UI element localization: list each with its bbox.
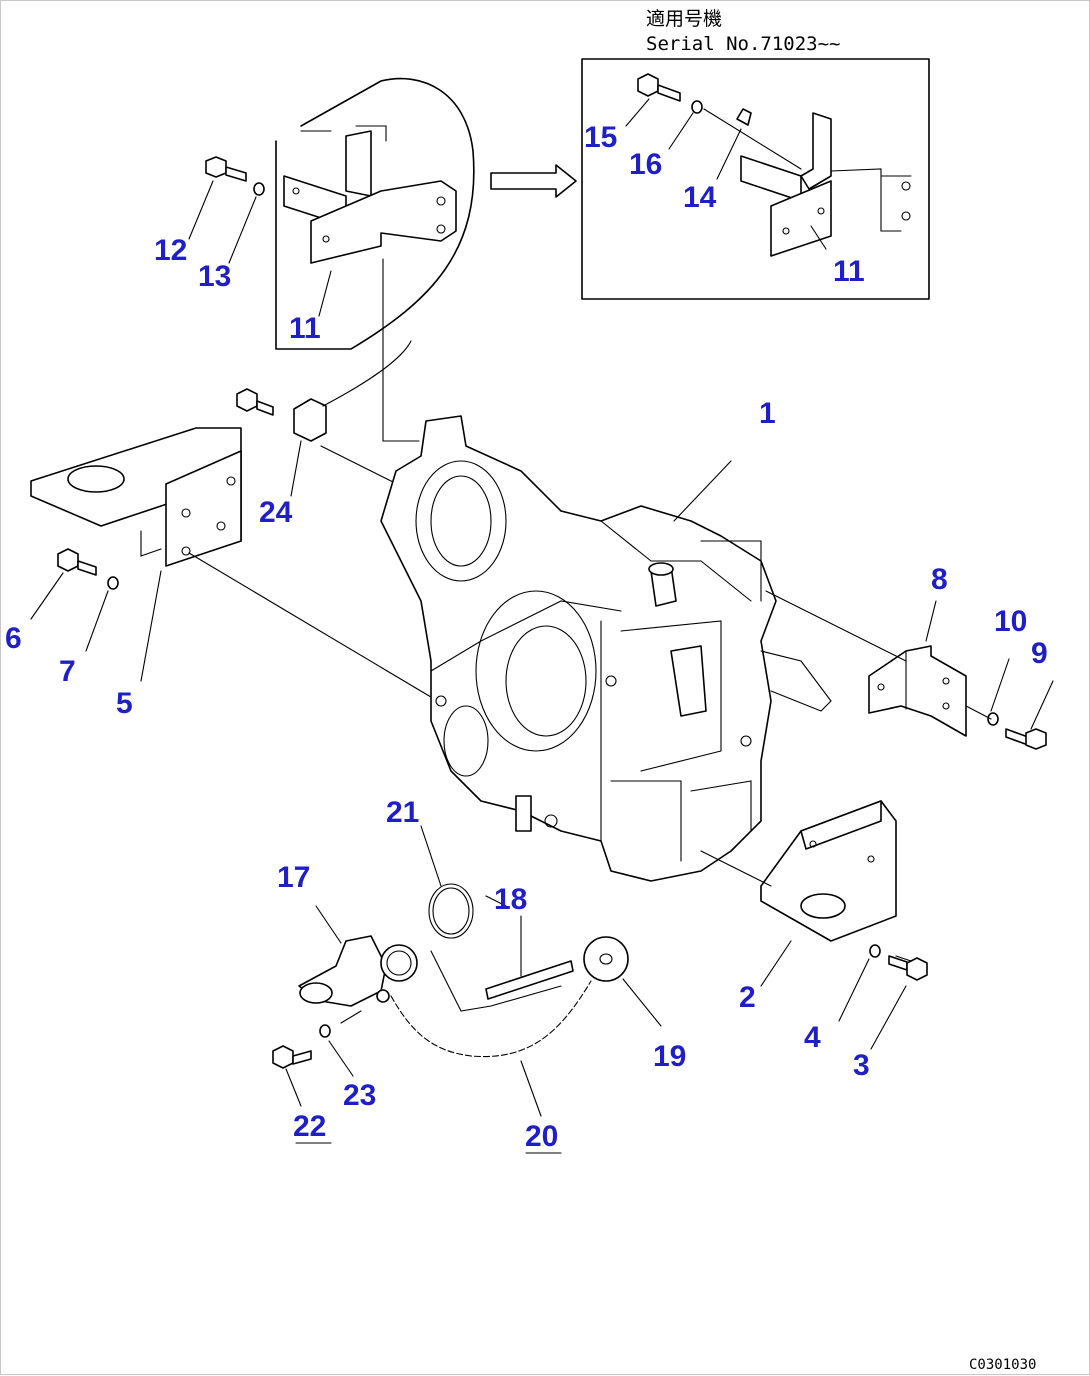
callout-8: 8: [931, 563, 948, 596]
cap-19-drawing: [583, 936, 629, 982]
callout-1: 1: [759, 397, 776, 430]
chain-20-drawing: [390, 980, 592, 1058]
callout-9: 9: [1031, 637, 1048, 670]
serial-note-line2: Serial No.71023~~: [646, 33, 840, 55]
callout-10: 10: [994, 605, 1027, 638]
callout-11-main: 11: [289, 312, 321, 345]
variant-arrow: [490, 164, 577, 198]
tube-18-drawing: [485, 960, 574, 1000]
callout-20: 20: [525, 1120, 558, 1153]
bracket-5-drawing: [30, 427, 447, 707]
callout-5: 5: [116, 687, 133, 720]
washer-10-drawing: [987, 712, 999, 726]
washer-16-drawing: [691, 100, 703, 114]
bolt-15-drawing: [637, 73, 681, 102]
callout-15: 15: [584, 121, 617, 154]
bracket-11-inset-drawing: [740, 112, 912, 257]
callout-19: 19: [653, 1040, 686, 1073]
inset-border: [581, 58, 930, 300]
breather-assembly-drawing: [272, 825, 662, 1154]
clip-14-drawing: [736, 108, 752, 126]
callout-17: 17: [277, 861, 310, 894]
bolt-9-drawing: [1005, 728, 1029, 746]
sensor-24-drawing: [236, 340, 432, 502]
callout-21: 21: [386, 796, 419, 829]
washer-4-drawing: [869, 944, 881, 958]
transmission-case-1-drawing: [380, 415, 832, 882]
bracket-2-drawing: [700, 800, 928, 1050]
callout-11-inset: 11: [833, 255, 865, 288]
bracket-8-drawing: [765, 590, 1054, 750]
callout-14: 14: [683, 181, 717, 214]
callout-12: 12: [154, 234, 187, 267]
callout-labels: 1 2 3 4 5 6 7 8 9 10 11 11 12 13 14 15 1…: [5, 121, 1048, 1153]
callout-7: 7: [59, 655, 76, 688]
callout-3: 3: [853, 1049, 870, 1082]
callout-16: 16: [629, 148, 662, 181]
callout-23: 23: [343, 1079, 376, 1112]
callout-13: 13: [198, 260, 231, 293]
callout-22: 22: [293, 1110, 326, 1143]
callout-2: 2: [739, 981, 756, 1014]
callout-24: 24: [259, 496, 293, 529]
serial-note-line1: 適用号機: [646, 8, 722, 30]
serial-variant-inset: 適用号機 Serial No.71023~~: [581, 8, 930, 300]
bracket-11-group: [188, 77, 475, 442]
bolt-3-drawing: [888, 955, 908, 971]
drawing-code: C0301030: [969, 1357, 1036, 1373]
callout-4: 4: [804, 1021, 821, 1054]
oring-21-drawing: [428, 883, 474, 939]
callout-18: 18: [494, 883, 527, 916]
callout-6: 6: [5, 622, 22, 655]
